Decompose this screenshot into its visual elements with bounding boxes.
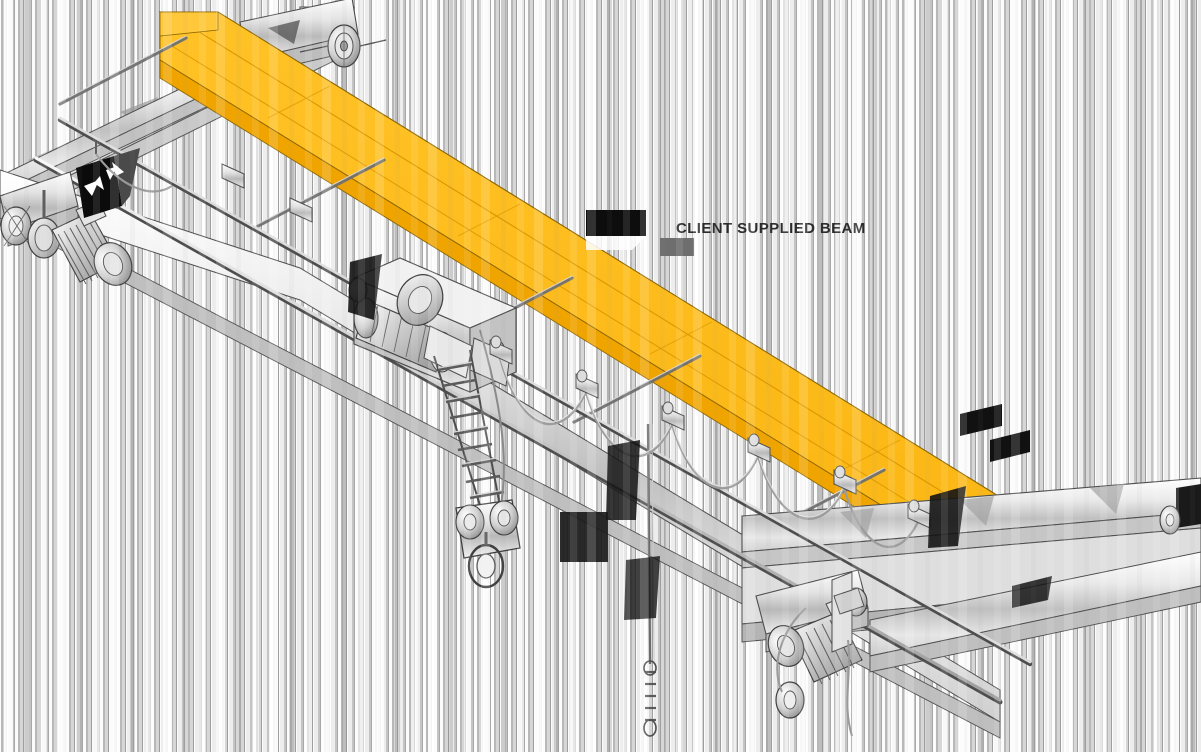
crane-illustration-canvas: CLIENT SUPPLIED BEAM Overhead Bridge Cra… (0, 0, 1201, 752)
overlay-stripes (0, 0, 1201, 752)
crane-isometric-svg: CLIENT SUPPLIED BEAM (0, 0, 1201, 752)
